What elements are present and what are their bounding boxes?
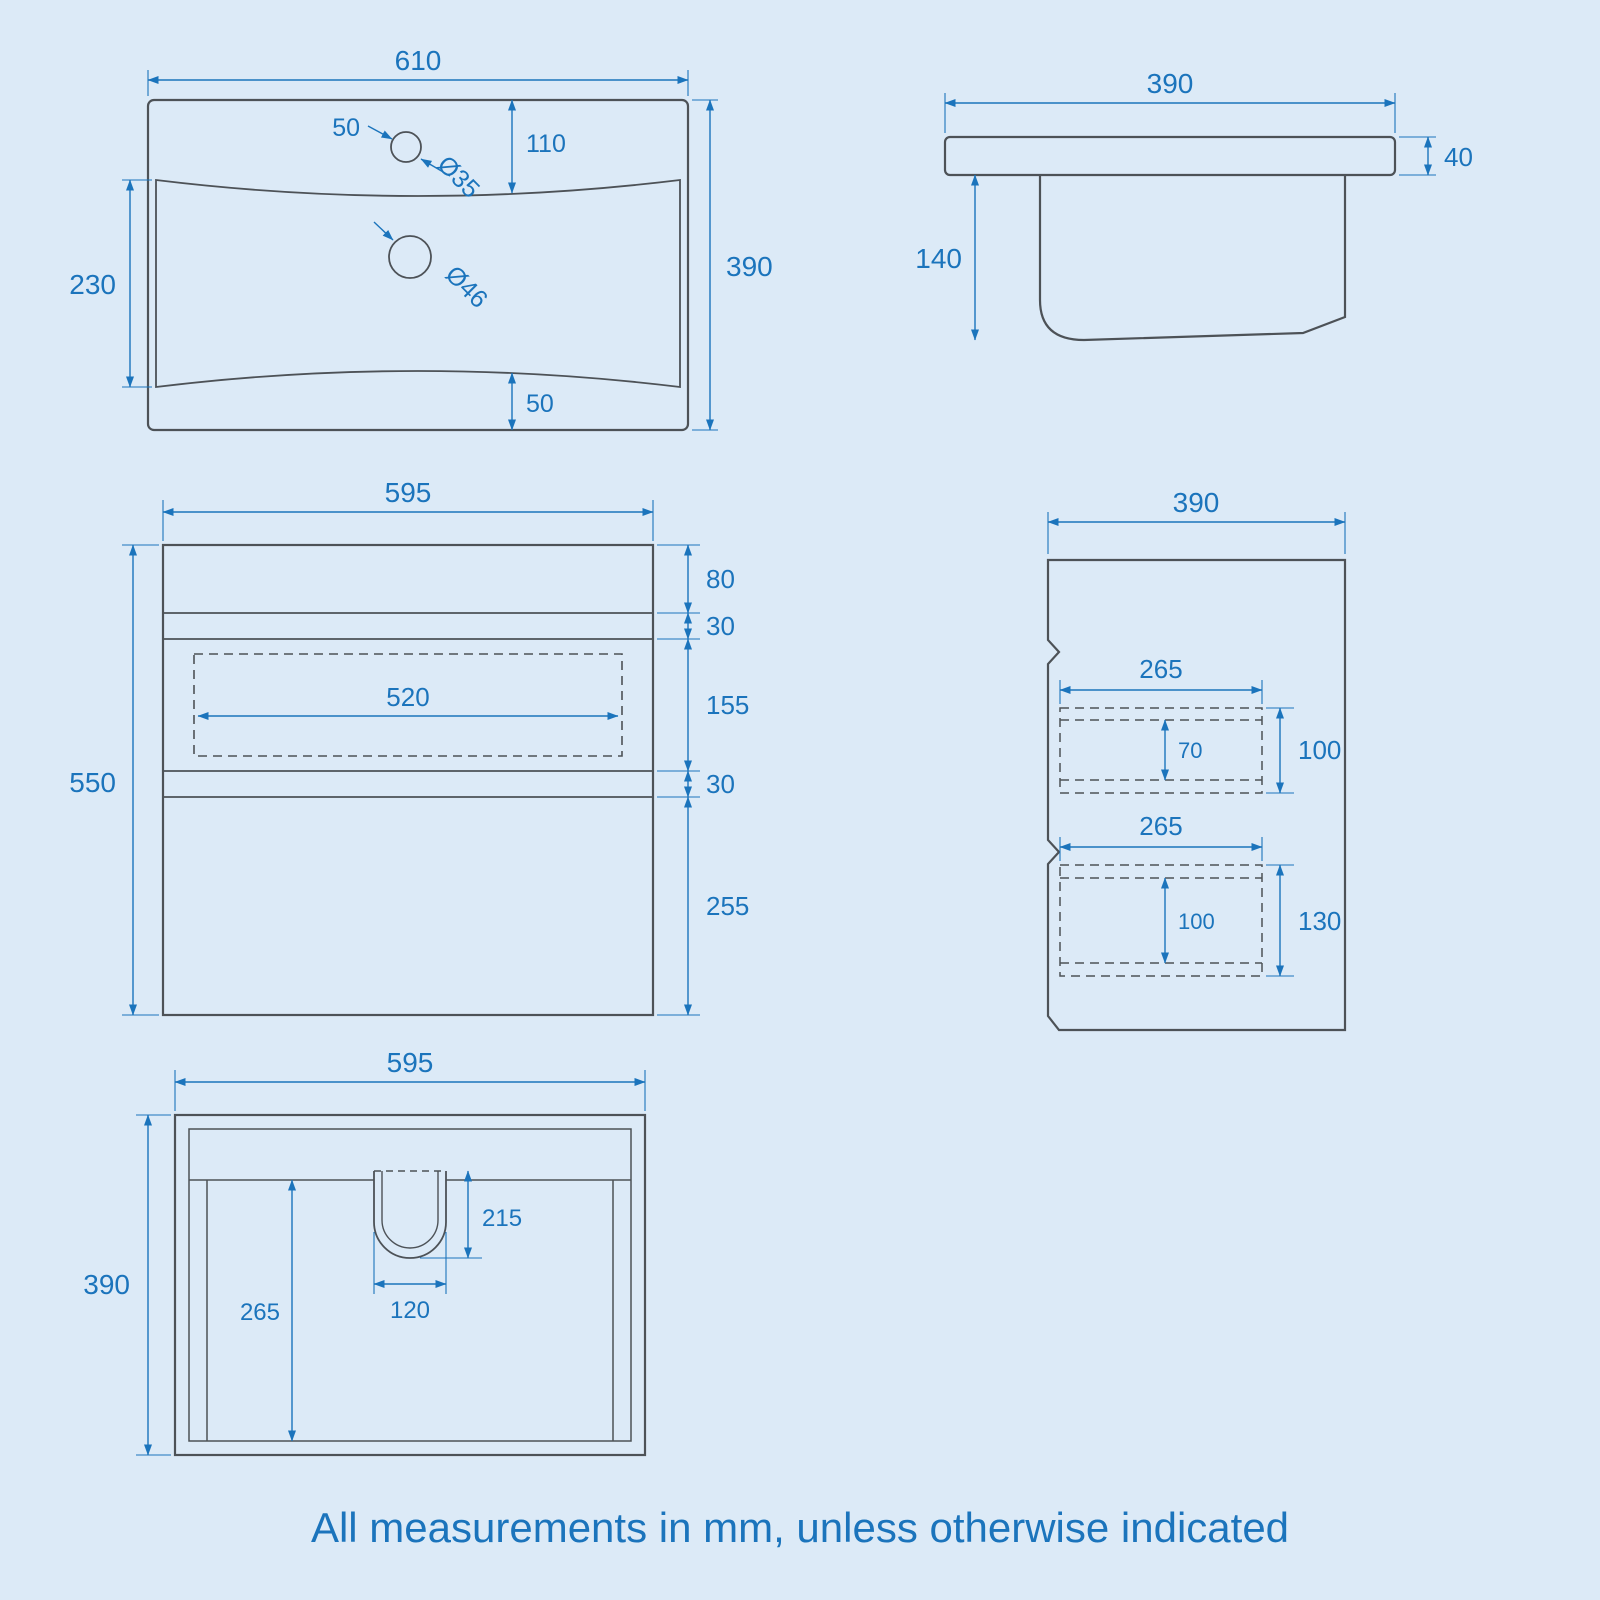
cabinet-front-dimensions: 595 550 520 80 30 155 30 255 [69,477,749,1016]
drain-hole [388,235,432,279]
drawer1-height-label: 155 [706,690,749,720]
cabinet-front-height-label: 550 [69,767,116,798]
top-panel-label: 80 [706,564,735,594]
basin-front-rim-label: 50 [526,390,554,418]
cabinet-side-outlines [1046,558,1347,1032]
basin-depth-label: 390 [726,251,773,282]
gap-bottom-label: 30 [706,769,735,799]
cabinet-front-outline [161,543,655,1017]
basin-side-dimensions: 390 40 140 [915,68,1473,341]
cabinet-top-dimensions: 595 390 215 120 265 [83,1047,646,1456]
basin-top-outlines [146,98,690,432]
basin-rim-profile [943,135,1397,177]
drawer1-inner-height-label: 70 [1178,738,1202,763]
basin-bowl-depth-label: 230 [69,269,116,300]
inner-depth-label: 265 [240,1299,280,1326]
tap-inset-label: 110 [526,130,566,158]
worktop-outline [173,1113,647,1457]
cabinet-top-depth-label: 390 [83,1269,130,1300]
tap-hole [390,131,422,163]
drain-diameter-label: Ø46 [440,260,493,313]
basin-rim-height-label: 40 [1444,142,1473,172]
basin-side-outlines [943,135,1397,342]
basin-bowl-profile [1038,175,1347,342]
cabinet-top-outlines [173,1113,647,1457]
drawer2-dashed-outline [1059,864,1263,977]
cabinet-side-view: 390 265 70 100 265 100 130 [1046,487,1347,1032]
cabinet-top-view: 595 390 215 120 265 [83,1047,647,1457]
cabinet-side-outline [1046,558,1347,1032]
drawer1-dashed-outline [1059,707,1263,794]
drawer2-height-label: 255 [706,891,749,921]
drawer1-depth-label: 265 [1139,654,1182,684]
waste-cutout-outer [373,1171,447,1259]
cutout-depth-label: 215 [482,1205,522,1232]
cabinet-top-width-label: 595 [387,1047,434,1078]
basin-side-width-label: 390 [1147,68,1194,99]
basin-outline [146,98,690,432]
footer-note: All measurements in mm, unless otherwise… [311,1504,1289,1551]
opening-width-label: 520 [386,682,429,712]
cabinet-side-dimensions: 390 265 70 100 265 100 130 [1047,487,1346,977]
drawer2-depth-label: 265 [1139,811,1182,841]
basin-inner-bowl-outline [155,178,681,389]
worktop-inner-outline [188,1128,632,1442]
basin-top-view: 610 50 Ø35 110 390 230 Ø46 50 [69,45,773,432]
drawer-opening-dashed [193,653,623,757]
cabinet-front-view: 595 550 520 80 30 155 30 255 [69,477,749,1017]
tap-offset-label: 50 [332,114,360,142]
waste-cutout-inner [381,1171,439,1249]
cabinet-side-depth-label: 390 [1173,487,1220,518]
cabinet-front-width-label: 595 [385,477,432,508]
basin-width-label: 610 [395,45,442,76]
gap-top-label: 30 [706,611,735,641]
basin-side-view: 390 40 140 [915,68,1473,342]
basin-top-dimensions: 610 50 Ø35 110 390 230 Ø46 50 [69,45,773,431]
cutout-width-label: 120 [390,1297,430,1324]
basin-bowl-height-label: 140 [915,243,962,274]
drawer2-height-side-label: 130 [1298,906,1341,936]
cabinet-front-outlines [161,543,655,1017]
drawer2-inner-height-label: 100 [1178,909,1215,934]
drawer1-height-side-label: 100 [1298,735,1341,765]
